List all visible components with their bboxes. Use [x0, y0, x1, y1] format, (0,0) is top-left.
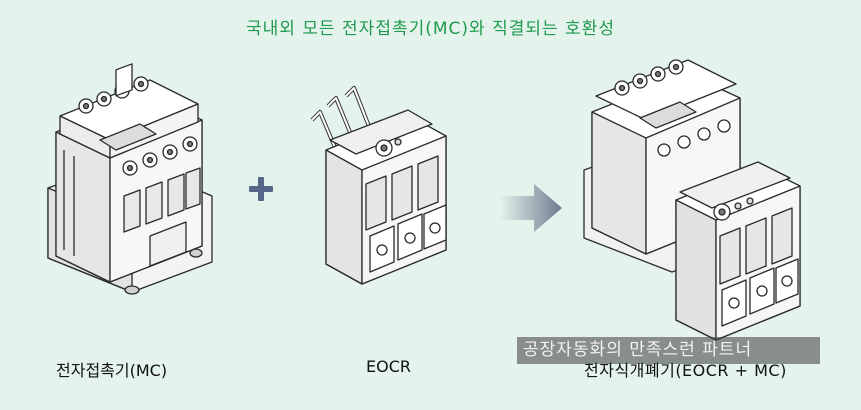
arrow-right-icon: [500, 184, 562, 232]
eocr-illustration: [310, 86, 447, 285]
contactor-illustration: [47, 63, 213, 295]
plus-icon: [249, 177, 273, 201]
watermark: 공장자동화의 만족스런 파트너: [517, 337, 820, 364]
combined-illustration: [583, 59, 801, 341]
eocr-caption: EOCR: [366, 357, 411, 376]
combined-caption: 전자식개폐기(EOCR + MC): [584, 361, 787, 380]
contactor-caption: 전자접촉기(MC): [56, 361, 168, 380]
headline: 국내외 모든 전자접촉기(MC)와 직결되는 호환성: [246, 19, 615, 39]
